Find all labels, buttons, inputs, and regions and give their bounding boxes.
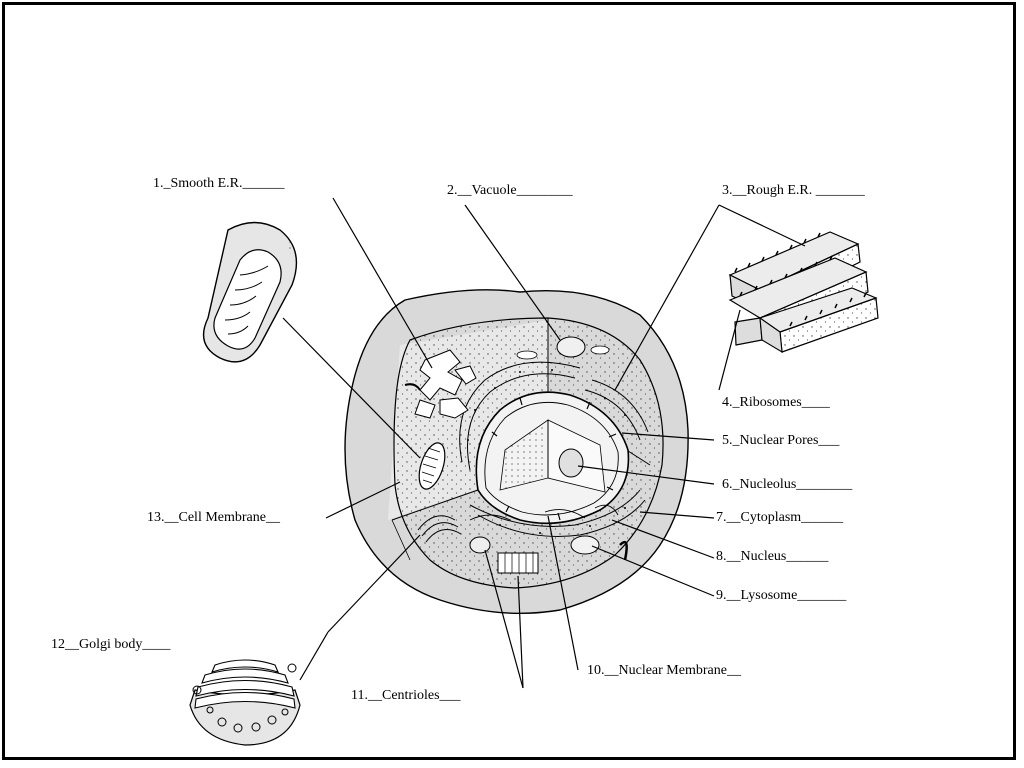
label-cell-membrane: 13.__Cell Membrane__ bbox=[147, 510, 280, 525]
label-ribosomes: 4._Ribosomes____ bbox=[722, 395, 830, 410]
rough-er-detail bbox=[728, 231, 879, 354]
label-nuclear-pores: 5._Nuclear Pores___ bbox=[722, 433, 840, 448]
label-cytoplasm: 7.__Cytoplasm______ bbox=[716, 510, 844, 525]
label-nuclear-membrane: 10.__Nuclear Membrane__ bbox=[587, 663, 741, 678]
label-rough-er: 3.__Rough E.R. _______ bbox=[722, 183, 865, 198]
centrioles-in-cell bbox=[469, 536, 539, 574]
label-centrioles: 11.__Centrioles___ bbox=[351, 688, 461, 703]
mitochondrion-detail bbox=[202, 221, 298, 363]
smooth-er-in-cell bbox=[414, 349, 477, 419]
label-lysosome: 9.__Lysosome_______ bbox=[716, 588, 847, 603]
nucleolus bbox=[558, 448, 584, 478]
golgi-in-cell bbox=[417, 515, 462, 543]
leader-lines bbox=[282, 197, 806, 689]
label-nucleolus: 6._Nucleolus________ bbox=[722, 477, 853, 492]
lysosome bbox=[570, 535, 600, 555]
label-nucleus: 8.__Nucleus______ bbox=[716, 549, 829, 564]
vacuole bbox=[556, 336, 586, 358]
animal-cell bbox=[344, 289, 689, 615]
golgi-detail bbox=[189, 659, 301, 746]
label-vacuole: 2.__Vacuole________ bbox=[447, 183, 573, 198]
rough-er-in-cell bbox=[459, 361, 649, 537]
label-golgi-body: 12__Golgi body____ bbox=[51, 637, 171, 652]
mitochondrion-in-cell bbox=[418, 442, 446, 490]
label-smooth-er: 1._Smooth E.R.______ bbox=[153, 176, 285, 191]
